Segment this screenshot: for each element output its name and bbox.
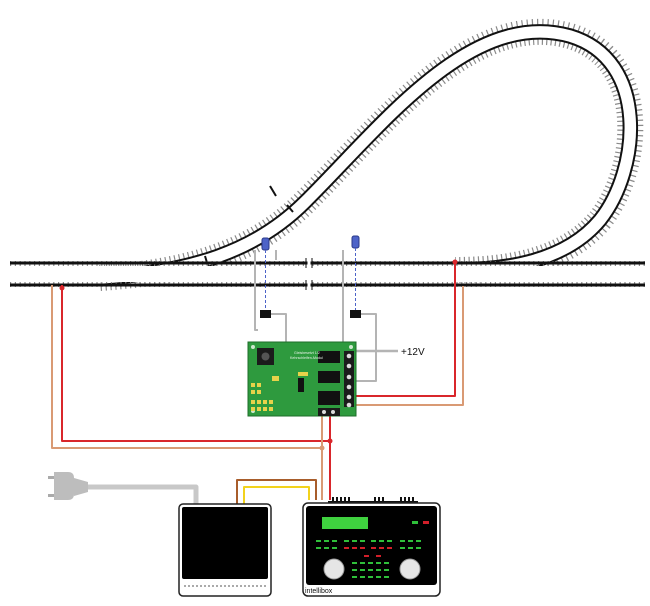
command-station-label: intellibox xyxy=(305,588,333,595)
board-text-line1: Gleisbesetzt 1/2 xyxy=(294,351,320,355)
loop-track xyxy=(100,32,630,278)
reverse-loop-module: Gleisbesetzt 1/2 Kehrschleifen-Modul xyxy=(247,341,357,417)
straight-track xyxy=(10,258,645,290)
wires xyxy=(51,250,464,505)
power-plug-icon xyxy=(48,472,88,500)
power-label: +12V xyxy=(401,347,425,358)
board-text-line2: Kehrschleifen-Modul xyxy=(290,356,323,360)
sensor-left xyxy=(260,237,271,318)
command-station-icon: intellibox xyxy=(302,497,441,597)
lcd-display xyxy=(322,517,368,529)
junction-dots xyxy=(59,259,458,451)
sensor-right xyxy=(350,235,361,318)
transformer-icon xyxy=(178,503,272,597)
reed-sensor-icon xyxy=(351,235,360,249)
reed-sensor-icon xyxy=(261,237,270,251)
